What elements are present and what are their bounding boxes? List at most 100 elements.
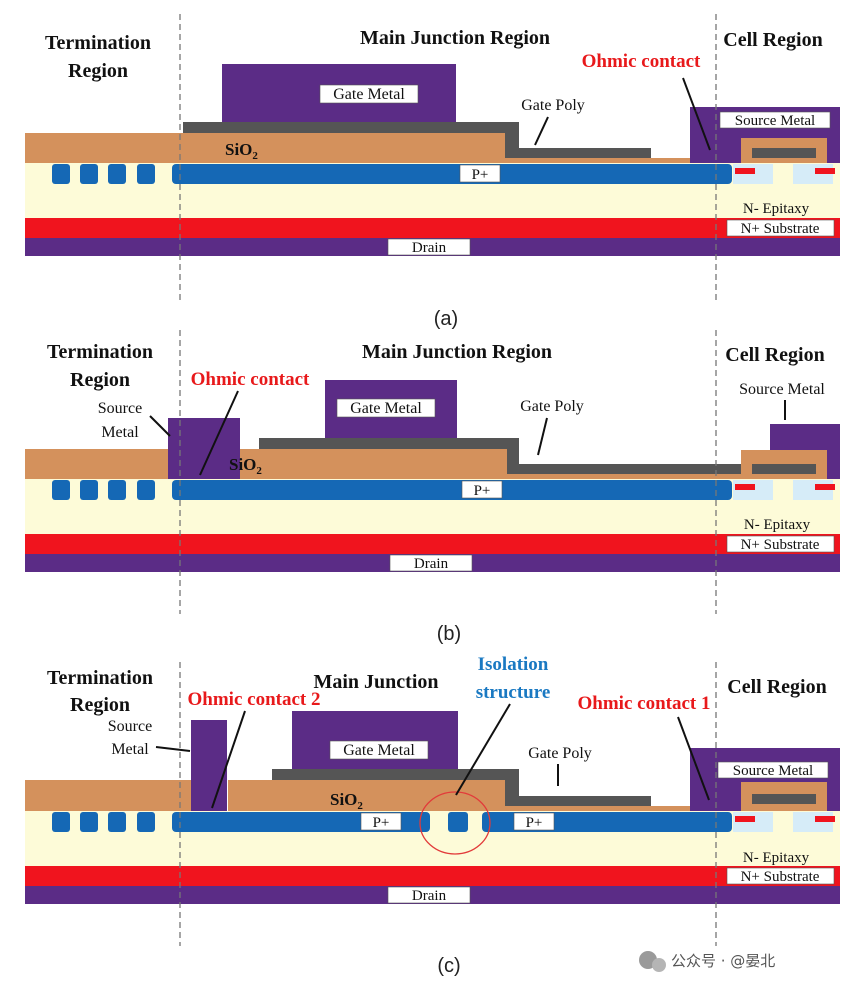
panel-a: Termination Region Main Junction Region … bbox=[25, 14, 840, 330]
drain-label: Drain bbox=[412, 240, 447, 256]
sio2-layer bbox=[25, 449, 173, 479]
n-plus-source bbox=[735, 816, 755, 822]
drain-label: Drain bbox=[412, 888, 447, 904]
n-substrate-layer bbox=[25, 534, 840, 554]
ohmic-contact-label: Ohmic contact bbox=[191, 369, 310, 390]
gate-metal-label-box bbox=[336, 398, 436, 418]
main-junction-label: Main Junction Region bbox=[362, 341, 552, 363]
source-metal-label: Source Metal bbox=[735, 113, 815, 129]
isolation-highlight-circle bbox=[419, 791, 491, 855]
caption-c: (c) bbox=[437, 955, 460, 977]
cell-gate-poly bbox=[752, 794, 816, 804]
termination-region-label: Region bbox=[70, 694, 130, 716]
n-substrate-label: N+ Substrate bbox=[741, 221, 820, 237]
guard-ring bbox=[137, 164, 155, 184]
watermark: 公众号 · @晏北 bbox=[639, 951, 775, 972]
p-plus-left-label: P+ bbox=[373, 815, 390, 831]
gate-poly-layer bbox=[272, 769, 651, 806]
gate-metal bbox=[292, 711, 458, 769]
termination-region-label: Region bbox=[68, 60, 128, 82]
sio2-label: SiO2 bbox=[225, 140, 258, 162]
termination-region-label: Termination bbox=[47, 341, 153, 363]
guard-ring bbox=[52, 164, 70, 184]
p-plus-label: P+ bbox=[472, 167, 489, 183]
drain-label-box bbox=[389, 554, 473, 572]
sio2-label: SiO2 bbox=[229, 455, 262, 477]
source-metal-left bbox=[191, 720, 227, 811]
n-plus-source bbox=[735, 168, 755, 174]
p-plus-label-box bbox=[513, 812, 555, 831]
source-metal-left-label: Metal bbox=[101, 424, 139, 441]
gate-metal-label: Gate Metal bbox=[343, 742, 415, 759]
isolation-structure-arrow bbox=[455, 703, 511, 796]
guard-ring bbox=[52, 480, 70, 500]
p-plus-label-box bbox=[461, 480, 503, 499]
wechat-icon-bubble bbox=[652, 958, 666, 972]
gate-poly-layer bbox=[259, 438, 816, 474]
p-plus-region bbox=[172, 480, 732, 500]
source-metal-left-label: Source bbox=[108, 718, 152, 735]
guard-ring bbox=[108, 164, 126, 184]
termination-region-label: Termination bbox=[45, 32, 151, 54]
isolation-structure-label: structure bbox=[476, 682, 551, 703]
guard-ring bbox=[80, 480, 98, 500]
n-plus-source bbox=[815, 484, 835, 490]
p-plus-label: P+ bbox=[474, 483, 491, 499]
guard-ring bbox=[137, 812, 155, 832]
caption-a: (a) bbox=[434, 308, 458, 330]
termination-region-label: Region bbox=[70, 369, 130, 391]
watermark-text: 公众号 · @晏北 bbox=[671, 952, 775, 970]
n-substrate-label-box bbox=[726, 535, 835, 553]
sio2-layer bbox=[25, 780, 193, 811]
n-plus-source bbox=[815, 168, 835, 174]
source-metal-left bbox=[168, 418, 240, 479]
drain-label-box bbox=[387, 886, 471, 904]
gate-metal-label: Gate Metal bbox=[350, 400, 422, 417]
n-substrate-layer bbox=[25, 866, 840, 886]
n-plus-source bbox=[815, 816, 835, 822]
cell-gate-poly bbox=[752, 148, 816, 158]
gate-metal-label-box bbox=[329, 740, 429, 760]
n-substrate-layer bbox=[25, 218, 840, 238]
p-plus-label-box bbox=[459, 164, 501, 183]
gate-poly-label: Gate Poly bbox=[520, 398, 584, 415]
guard-ring bbox=[108, 812, 126, 832]
n-plus-source bbox=[735, 484, 755, 490]
cell-region-label: Cell Region bbox=[723, 29, 822, 51]
drain-label: Drain bbox=[414, 556, 449, 572]
sio2-label: SiO2 bbox=[330, 790, 363, 812]
ohmic-contact-arrow bbox=[682, 77, 711, 151]
ohmic-contact-1-arrow bbox=[677, 716, 710, 801]
gate-poly-arrow bbox=[537, 417, 548, 456]
gate-metal-label: Gate Metal bbox=[333, 86, 405, 103]
sio2-layer bbox=[225, 449, 816, 479]
panel-c: Termination Region Main Junction Cell Re… bbox=[25, 654, 840, 977]
main-junction-label: Main Junction bbox=[313, 671, 438, 693]
cell-region-label: Cell Region bbox=[725, 344, 824, 366]
sio2-layer bbox=[228, 780, 695, 811]
guard-ring bbox=[80, 812, 98, 832]
gate-poly-arrow bbox=[534, 116, 549, 146]
ohmic-contact-1-label: Ohmic contact 1 bbox=[578, 693, 711, 714]
gate-metal-label-box bbox=[319, 84, 419, 104]
guard-ring bbox=[52, 812, 70, 832]
source-metal-left-label: Source bbox=[98, 400, 142, 417]
n-substrate-label-box bbox=[726, 219, 835, 237]
guard-ring bbox=[108, 480, 126, 500]
gate-poly-label: Gate Poly bbox=[521, 97, 585, 114]
source-metal-label-box bbox=[717, 761, 829, 779]
panel-b: Termination Region Main Junction Region … bbox=[25, 330, 840, 645]
p-plus-region bbox=[172, 164, 732, 184]
isolation-ring bbox=[448, 812, 468, 832]
source-metal-left-label: Metal bbox=[111, 741, 149, 758]
n-substrate-label: N+ Substrate bbox=[741, 537, 820, 553]
n-epitaxy-label: N- Epitaxy bbox=[744, 517, 811, 533]
source-metal-arrow bbox=[149, 415, 171, 437]
source-metal-right-label: Source Metal bbox=[739, 381, 825, 398]
main-junction-label: Main Junction Region bbox=[360, 27, 550, 49]
source-metal-arrow bbox=[155, 746, 191, 752]
gate-poly-label: Gate Poly bbox=[528, 745, 592, 762]
source-metal-label-box bbox=[719, 111, 831, 129]
drain-label-box bbox=[387, 238, 471, 256]
